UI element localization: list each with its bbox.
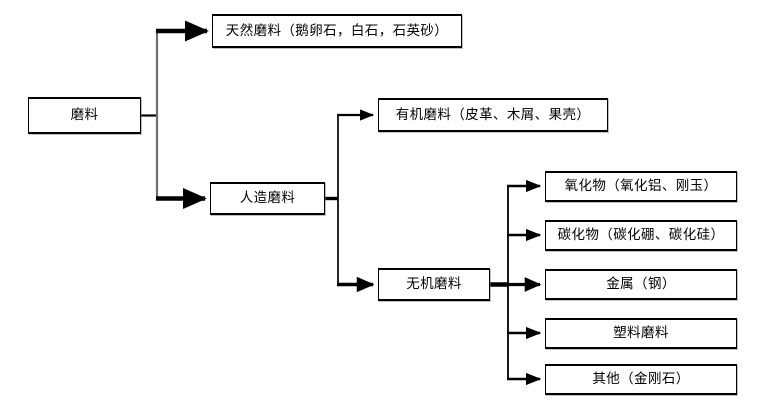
node-carbide-label: 碳化物（碳化硼、碳化硅） — [557, 227, 725, 243]
node-inorganic-abrasive[interactable]: 无机磨料 — [378, 268, 490, 301]
node-carbide[interactable]: 碳化物（碳化硼、碳化硅） — [545, 220, 737, 251]
node-root-label: 磨料 — [70, 107, 99, 123]
node-root[interactable]: 磨料 — [28, 97, 141, 134]
node-inorganic-abrasive-label: 无机磨料 — [406, 276, 462, 292]
edge-root-branch — [141, 31, 159, 199]
node-organic-abrasive[interactable]: 有机磨料（皮革、木屑、果壳） — [378, 98, 608, 132]
edge-artificial-branch — [325, 115, 339, 285]
node-other[interactable]: 其他（金刚石） — [545, 364, 737, 395]
edge-inorganic-branch — [490, 186, 509, 379]
node-oxide-label: 氧化物（氧化铝、刚玉） — [564, 178, 718, 194]
node-natural-abrasive-label: 天然磨料（鹅卵石，白石，石英砂） — [225, 22, 449, 38]
node-metal-label: 金属（钢） — [606, 276, 676, 292]
node-artificial-abrasive[interactable]: 人造磨料 — [210, 182, 325, 215]
node-artificial-abrasive-label: 人造磨料 — [239, 190, 296, 206]
node-other-label: 其他（金刚石） — [592, 371, 690, 387]
node-plastic[interactable]: 塑料磨料 — [545, 318, 737, 349]
node-organic-abrasive-label: 有机磨料（皮革、木屑、果壳） — [395, 106, 591, 122]
node-plastic-label: 塑料磨料 — [613, 325, 669, 341]
node-oxide[interactable]: 氧化物（氧化铝、刚玉） — [545, 171, 737, 202]
node-natural-abrasive[interactable]: 天然磨料（鹅卵石，白石，石英砂） — [212, 14, 462, 48]
node-metal[interactable]: 金属（钢） — [545, 269, 737, 300]
